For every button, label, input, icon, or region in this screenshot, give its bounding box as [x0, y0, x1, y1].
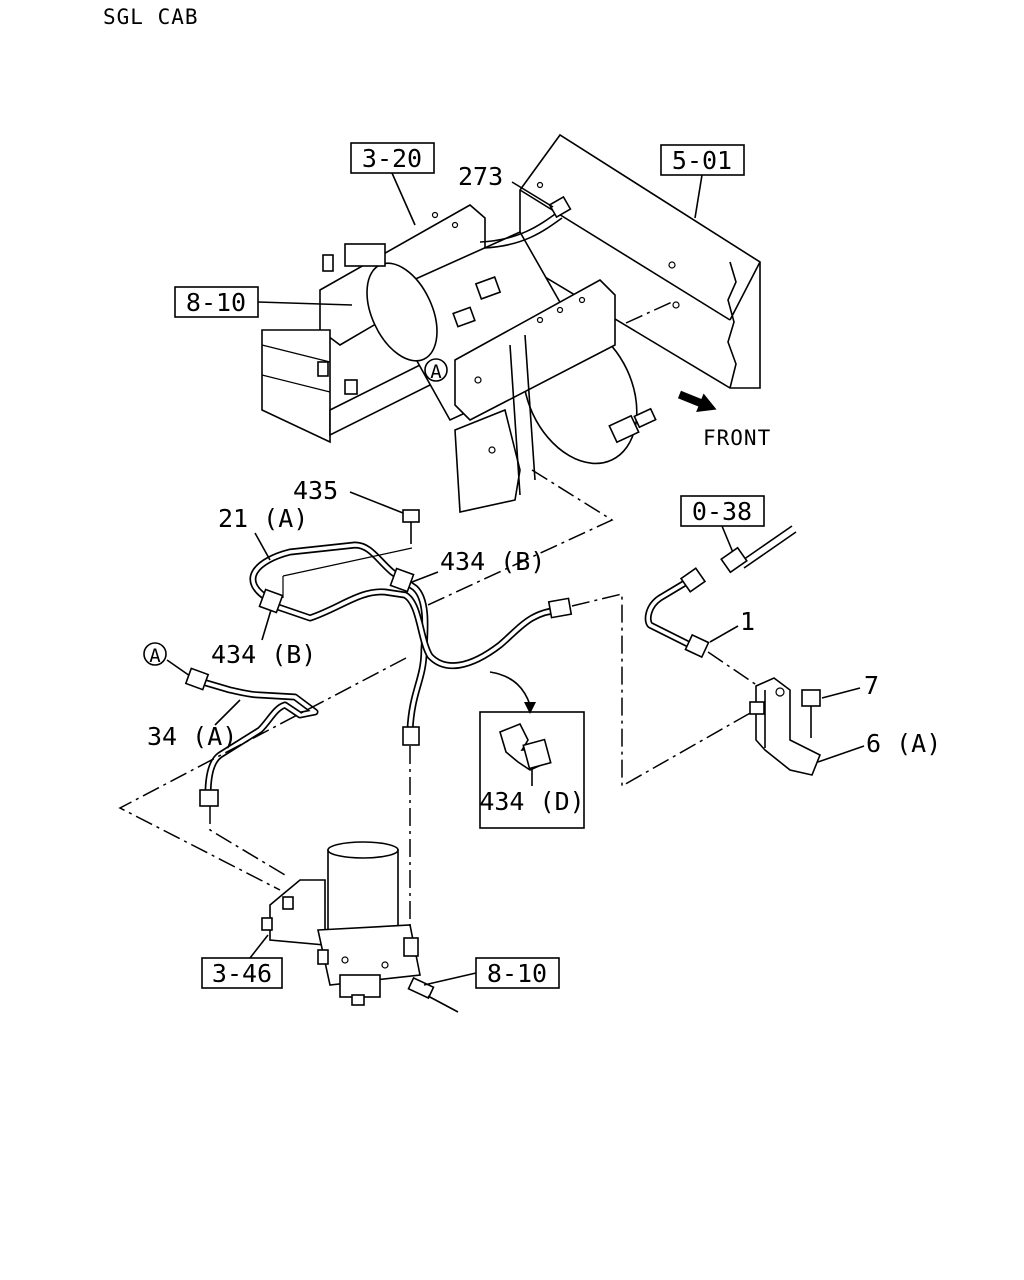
pipe-21a	[249, 541, 573, 746]
callout-34a: 34 (A)	[147, 722, 237, 751]
svg-text:A: A	[430, 361, 442, 383]
detail-arrow	[489, 671, 531, 706]
marker-a-top: A	[424, 358, 448, 383]
pipe-1	[644, 567, 710, 659]
leader-3-46	[249, 934, 269, 959]
leader-435	[349, 491, 404, 514]
leader-434b-left	[261, 609, 272, 641]
svg-text:8-10: 8-10	[186, 288, 246, 317]
leader-7	[821, 687, 861, 699]
front-arrow-icon	[677, 390, 717, 413]
leader-8-10-bottom	[423, 972, 477, 986]
ref-box-3-20[interactable]: 3-20	[350, 142, 435, 174]
detail-box-434d: 434 (D)	[479, 711, 585, 829]
leader-5-01	[694, 174, 703, 219]
svg-text:A: A	[149, 645, 161, 667]
leader-marker-a-left	[166, 659, 191, 677]
detail-arrow-head	[524, 702, 536, 714]
bolt-435	[402, 509, 420, 544]
center-line-left	[118, 657, 407, 891]
bolt-7	[801, 689, 821, 738]
svg-text:3-46: 3-46	[212, 959, 272, 988]
leader-434b-link	[282, 547, 413, 577]
front-label: FRONT	[703, 426, 771, 450]
svg-text:3-20: 3-20	[362, 144, 422, 173]
connector-plug	[407, 976, 459, 1013]
ref-box-0-38[interactable]: 0-38	[680, 495, 765, 527]
leader-3-20	[391, 172, 416, 226]
callout-434d: 434 (D)	[479, 787, 584, 816]
callout-435: 435	[293, 476, 338, 505]
page-title: SGL CAB	[103, 5, 199, 29]
callout-7: 7	[864, 671, 879, 700]
callout-1: 1	[740, 607, 755, 636]
leader-34a	[214, 699, 241, 726]
bracket-6a	[749, 677, 822, 776]
leader-8-10-top	[257, 301, 353, 306]
air-dryer	[261, 841, 421, 1006]
callout-434b-right: 434 (B)	[440, 547, 545, 576]
leader-1	[709, 625, 739, 643]
callout-273: 273	[458, 162, 503, 191]
hose-0-38	[720, 525, 797, 574]
center-line-pipe-1	[707, 651, 759, 687]
leader-21a	[254, 532, 271, 561]
ref-box-5-01[interactable]: 5-01	[660, 144, 745, 176]
center-line-right	[571, 593, 753, 788]
svg-text:0-38: 0-38	[692, 497, 752, 526]
ref-box-8-10-bottom[interactable]: 8-10	[475, 957, 560, 989]
leader-6a	[817, 745, 865, 763]
center-line-rail	[625, 301, 673, 324]
air-tank-assembly	[261, 195, 657, 513]
svg-text:8-10: 8-10	[487, 959, 547, 988]
ref-box-8-10-top[interactable]: 8-10	[174, 286, 259, 318]
leader-434b-right	[411, 571, 439, 583]
center-line-34a	[209, 806, 286, 876]
leader-273	[511, 181, 554, 208]
pipe-34a	[184, 667, 319, 807]
callout-21a: 21 (A)	[218, 504, 308, 533]
callout-434b-left: 434 (B)	[211, 640, 316, 669]
ref-box-3-46[interactable]: 3-46	[201, 957, 283, 989]
center-line-upper	[427, 469, 614, 606]
leader-0-38	[721, 525, 735, 556]
callout-6a: 6 (A)	[866, 729, 941, 758]
svg-text:5-01: 5-01	[672, 146, 732, 175]
marker-a-left: A	[143, 642, 167, 667]
